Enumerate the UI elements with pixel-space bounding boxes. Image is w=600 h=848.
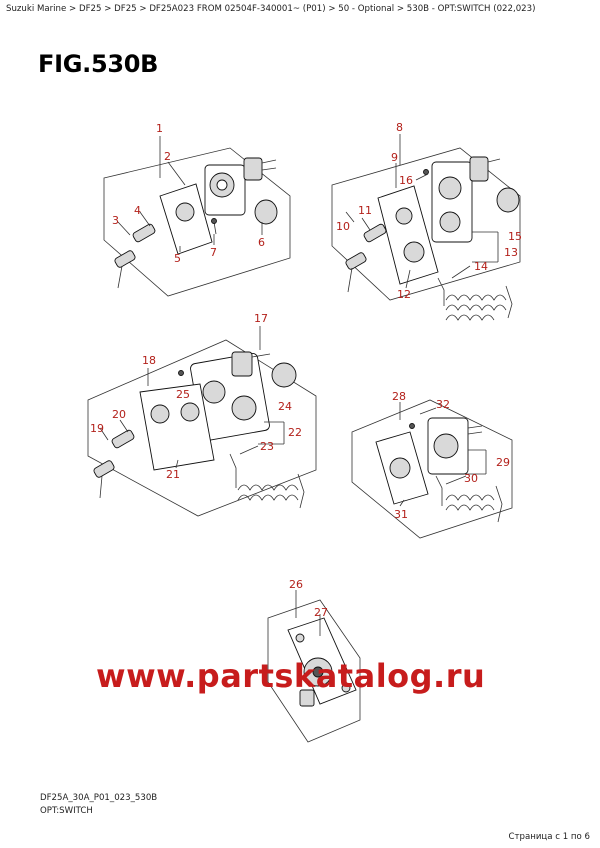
lanyard-coil <box>445 294 507 301</box>
panel-wide-hole-2 <box>180 402 200 422</box>
key-panel <box>111 429 135 449</box>
callout-9: 9 <box>391 151 398 164</box>
breadcrumb-item-df25[interactable]: DF25 <box>78 4 102 14</box>
callout-29: 29 <box>496 456 510 469</box>
breadcrumb-separator: > <box>396 4 405 14</box>
switch-connector <box>243 157 263 181</box>
cap-dual <box>496 187 520 213</box>
callout-18: 18 <box>142 354 156 367</box>
group-outline-1 <box>103 147 291 297</box>
group-outline-4 <box>351 399 513 539</box>
breadcrumb-item-suzuki-marine[interactable]: Suzuki Marine <box>6 4 67 14</box>
plate-mounting-hole <box>295 633 305 643</box>
key-spare <box>114 250 136 268</box>
switch-panel-dual <box>377 185 439 285</box>
stop-panel-hole <box>389 457 411 479</box>
panel-hole-upper <box>395 207 413 225</box>
diagram-code: DF25A_30A_P01_023_530B <box>40 793 158 803</box>
breadcrumb-item-current: 530B - OPT:SWITCH (022,023) <box>406 4 536 14</box>
callout-labels: 1 2 3 4 5 6 7 8 9 10 11 12 13 14 15 16 1… <box>90 121 522 619</box>
group-key-switch-single <box>103 136 291 297</box>
callout-5: 5 <box>174 252 181 265</box>
callout-22: 22 <box>288 426 302 439</box>
switch-keyhole <box>216 179 228 191</box>
key-spare-panel <box>93 460 115 478</box>
stop-switch-panel <box>231 395 257 421</box>
breadcrumb-separator: > <box>328 4 336 14</box>
panel-hole-lower <box>403 241 425 263</box>
screw-panel <box>178 370 184 376</box>
callout-31: 31 <box>394 508 408 521</box>
callout-8: 8 <box>396 121 403 134</box>
ignition-switch-dual <box>438 176 462 200</box>
lanyard-clip <box>505 285 513 319</box>
callout-32: 32 <box>436 398 450 411</box>
callout-27: 27 <box>314 606 328 619</box>
switch-connector-panel <box>231 351 253 377</box>
key-spare-dual <box>345 252 367 270</box>
plate-mounting-hole <box>341 683 351 693</box>
page-indicator: Страница с 1 по 6 <box>508 832 590 842</box>
group-outline-5 <box>267 599 361 743</box>
callout-16: 16 <box>399 174 413 187</box>
breadcrumb-item-serial-range[interactable]: DF25A023 FROM 02504F-340001~ (P01) <box>149 4 326 14</box>
callout-15: 15 <box>508 230 522 243</box>
callout-25: 25 <box>176 388 190 401</box>
panel-wide-hole-1 <box>150 404 170 424</box>
callout-4: 4 <box>134 204 141 217</box>
breadcrumb-item-optional[interactable]: 50 - Optional <box>338 4 395 14</box>
group-panel-switch <box>87 326 317 517</box>
callout-26: 26 <box>289 578 303 591</box>
callout-13: 13 <box>504 246 518 259</box>
callout-11: 11 <box>358 204 372 217</box>
breadcrumb-separator: > <box>104 4 112 14</box>
stop-switch-cap <box>254 199 278 225</box>
switch-connector-dual <box>469 156 489 182</box>
breadcrumb-item-df25-model[interactable]: DF25 <box>114 4 137 14</box>
stop-switch <box>439 211 461 233</box>
diagram-name: OPT:SWITCH <box>40 806 93 816</box>
callout-14: 14 <box>474 260 488 273</box>
callout-7: 7 <box>210 246 217 259</box>
screw-dual <box>423 169 429 175</box>
plate-switch-knob <box>312 666 324 678</box>
group-switch-plate <box>267 590 361 743</box>
callout-20: 20 <box>112 408 126 421</box>
key-dual <box>363 223 387 243</box>
callout-30: 30 <box>464 472 478 485</box>
callout-2: 2 <box>164 150 171 163</box>
callout-17: 17 <box>254 312 268 325</box>
cap-panel <box>271 362 297 388</box>
group-key-switch-dual <box>331 134 521 321</box>
group-outline-2 <box>331 147 521 301</box>
callout-12: 12 <box>397 288 411 301</box>
callout-28: 28 <box>392 390 406 403</box>
callout-19: 19 <box>90 422 104 435</box>
callout-21: 21 <box>166 468 180 481</box>
key <box>132 223 156 243</box>
group-stop-switch <box>351 399 513 539</box>
callout-10: 10 <box>336 220 350 233</box>
callout-24: 24 <box>278 400 292 413</box>
breadcrumb-separator: > <box>69 4 77 14</box>
group-outline-3 <box>87 339 317 517</box>
breadcrumb-separator: > <box>139 4 147 14</box>
screw <box>211 218 217 224</box>
ignition-switch-panel <box>202 380 226 404</box>
screw-stop <box>409 423 415 429</box>
plate-switch-terminal <box>299 689 315 707</box>
callout-1: 1 <box>156 122 163 135</box>
figure-title: FIG.530B <box>38 50 159 78</box>
callout-23: 23 <box>260 440 274 453</box>
stop-switch-lanyard <box>433 433 459 459</box>
callout-6: 6 <box>258 236 265 249</box>
callout-3: 3 <box>112 214 119 227</box>
breadcrumb: Suzuki Marine > DF25 > DF25 > DF25A023 F… <box>6 4 535 14</box>
watermark: www.partskatalog.ru <box>96 657 486 695</box>
panel-hole <box>175 202 195 222</box>
